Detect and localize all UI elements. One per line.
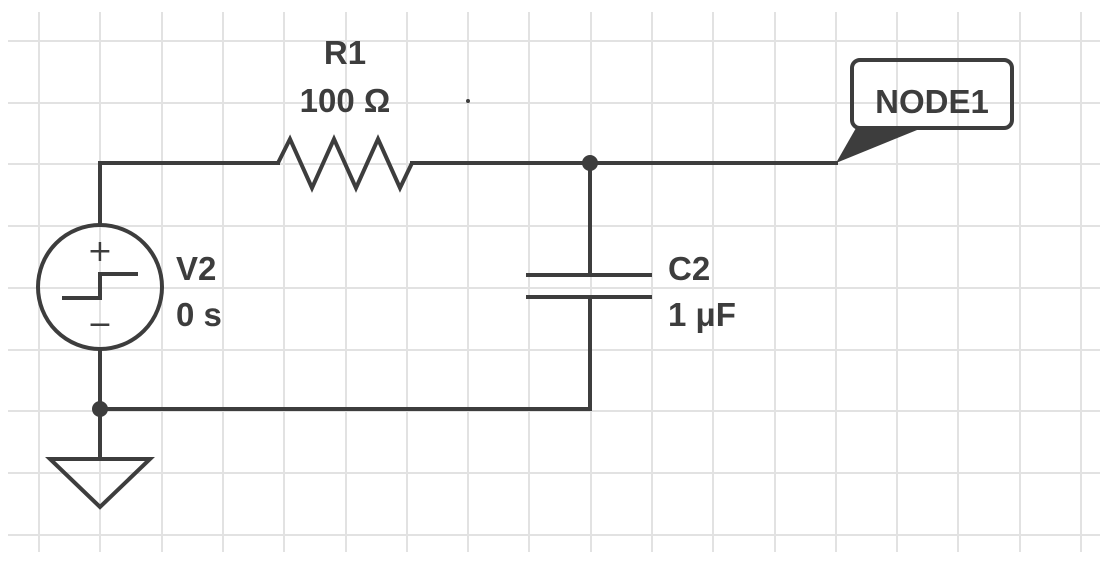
source-ref-label: V2 [176, 250, 216, 287]
source-minus-sign: − [87, 307, 112, 342]
net-label-text: NODE1 [875, 83, 989, 120]
capacitor-ref-label: C2 [668, 250, 710, 287]
capacitor-value-label: 1 μF [668, 296, 736, 333]
source-value-label: 0 s [176, 296, 222, 333]
net-label-box [850, 58, 1014, 130]
source-circle [36, 223, 164, 351]
voltage-source-v2[interactable]: + − V2 0 s [36, 223, 222, 351]
wire-source-to-resistor[interactable] [98, 161, 280, 227]
source-plus-sign: + [87, 234, 112, 269]
wires [98, 161, 838, 461]
resistor-value-label: 100 Ω [300, 82, 391, 119]
ground-icon[interactable] [45, 457, 155, 510]
junction-ground [92, 401, 108, 417]
step-waveform-icon [62, 272, 138, 300]
capacitor-c2[interactable]: C2 1 μF [526, 250, 736, 333]
resistor-r1[interactable]: R1 100 Ω [276, 34, 414, 193]
resistor-symbol [276, 134, 414, 193]
resistor-ref-label: R1 [324, 34, 366, 71]
canvas-marker-dot [466, 99, 470, 103]
junction-node1 [582, 155, 598, 171]
net-label-pointer [836, 128, 922, 163]
net-label-node1[interactable]: NODE1 [836, 58, 1014, 163]
